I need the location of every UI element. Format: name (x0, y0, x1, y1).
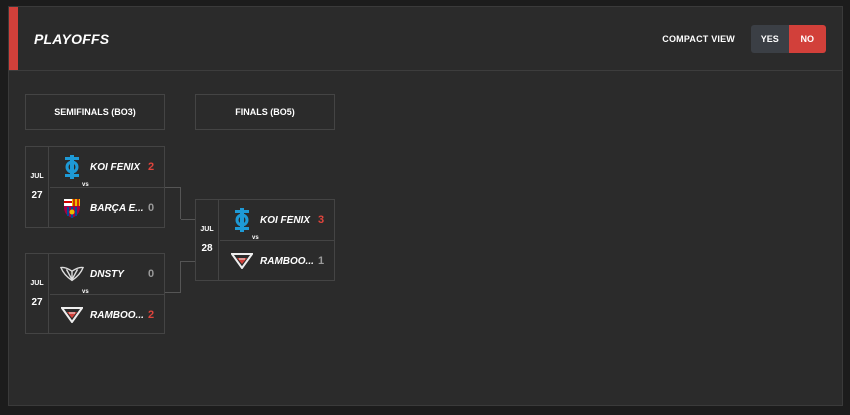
vs-label: vs (252, 235, 259, 241)
team-divider (50, 294, 164, 295)
team-name: RAMBOO... (260, 255, 314, 267)
rambo-icon (60, 303, 84, 327)
team-divider (50, 187, 164, 188)
team-score: 2 (148, 161, 155, 173)
match-semifinal-2[interactable]: JUL 27 DNSTY 0 vs RAMBOO... 2 (25, 253, 165, 334)
team-row[interactable]: KOI FÉNIX 3 (220, 200, 334, 240)
rambo-icon (230, 249, 254, 273)
match-month: JUL (30, 173, 44, 180)
bracket-connector-bottom (165, 261, 181, 293)
dnsty-icon (60, 262, 84, 286)
compact-view-label: COMPACT VIEW (662, 34, 735, 44)
team-score: 2 (148, 309, 155, 321)
match-final[interactable]: JUL 28 KOI FÉNIX 3 vs RAMBOO... 1 (195, 199, 335, 281)
match-date: JUL 27 (26, 147, 49, 227)
match-month: JUL (30, 279, 44, 287)
compact-yes-button[interactable]: YES (751, 25, 789, 53)
compact-no-button[interactable]: NO (788, 25, 826, 53)
bracket-connector-top-join (181, 219, 195, 220)
koi-icon (60, 155, 84, 179)
header-divider (9, 70, 842, 71)
team-row[interactable]: KOI FÉNIX 2 (50, 147, 164, 187)
team-name: KOI FÉNIX (260, 214, 311, 226)
match-day: 27 (31, 190, 43, 201)
compact-view-toggle: YES NO (751, 25, 826, 53)
match-date: JUL 28 (196, 200, 219, 280)
barca-icon (60, 196, 84, 220)
team-row[interactable]: RAMBOO... 1 (220, 241, 334, 281)
round-header-finals: FINALS (BO5) (195, 94, 335, 130)
page-title: PLAYOFFS (34, 31, 110, 47)
team-score: 1 (318, 255, 325, 267)
match-day: 28 (201, 243, 213, 254)
team-name: KOI FÉNIX (90, 161, 141, 173)
team-row[interactable]: DNSTY 0 (50, 254, 164, 294)
team-score: 0 (148, 268, 155, 280)
team-score: 0 (148, 202, 155, 214)
vs-label: vs (82, 182, 89, 188)
match-day: 27 (31, 296, 43, 308)
team-divider (220, 240, 334, 241)
header-accent-bar (9, 7, 18, 70)
team-name: RAMBOO... (90, 309, 144, 321)
team-name: DNSTY (90, 268, 124, 280)
match-month: JUL (200, 226, 214, 233)
team-score: 3 (318, 214, 325, 226)
koi-icon (230, 208, 254, 232)
team-row[interactable]: RAMBOO... 2 (50, 295, 164, 335)
bracket-connector-top (165, 187, 181, 219)
vs-label: vs (82, 289, 89, 295)
match-semifinal-1[interactable]: JUL 27 KOI FÉNIX 2 vs BARÇA E... 0 (25, 146, 165, 228)
team-name: BARÇA E... (90, 202, 144, 214)
team-row[interactable]: BARÇA E... 0 (50, 188, 164, 228)
match-date: JUL 27 (26, 254, 49, 333)
bracket-connector-bottom-join (181, 261, 195, 262)
round-header-semifinals: SEMIFINALS (BO3) (25, 94, 165, 130)
playoffs-panel: PLAYOFFS COMPACT VIEW YES NO SEMIFINALS … (8, 6, 843, 406)
